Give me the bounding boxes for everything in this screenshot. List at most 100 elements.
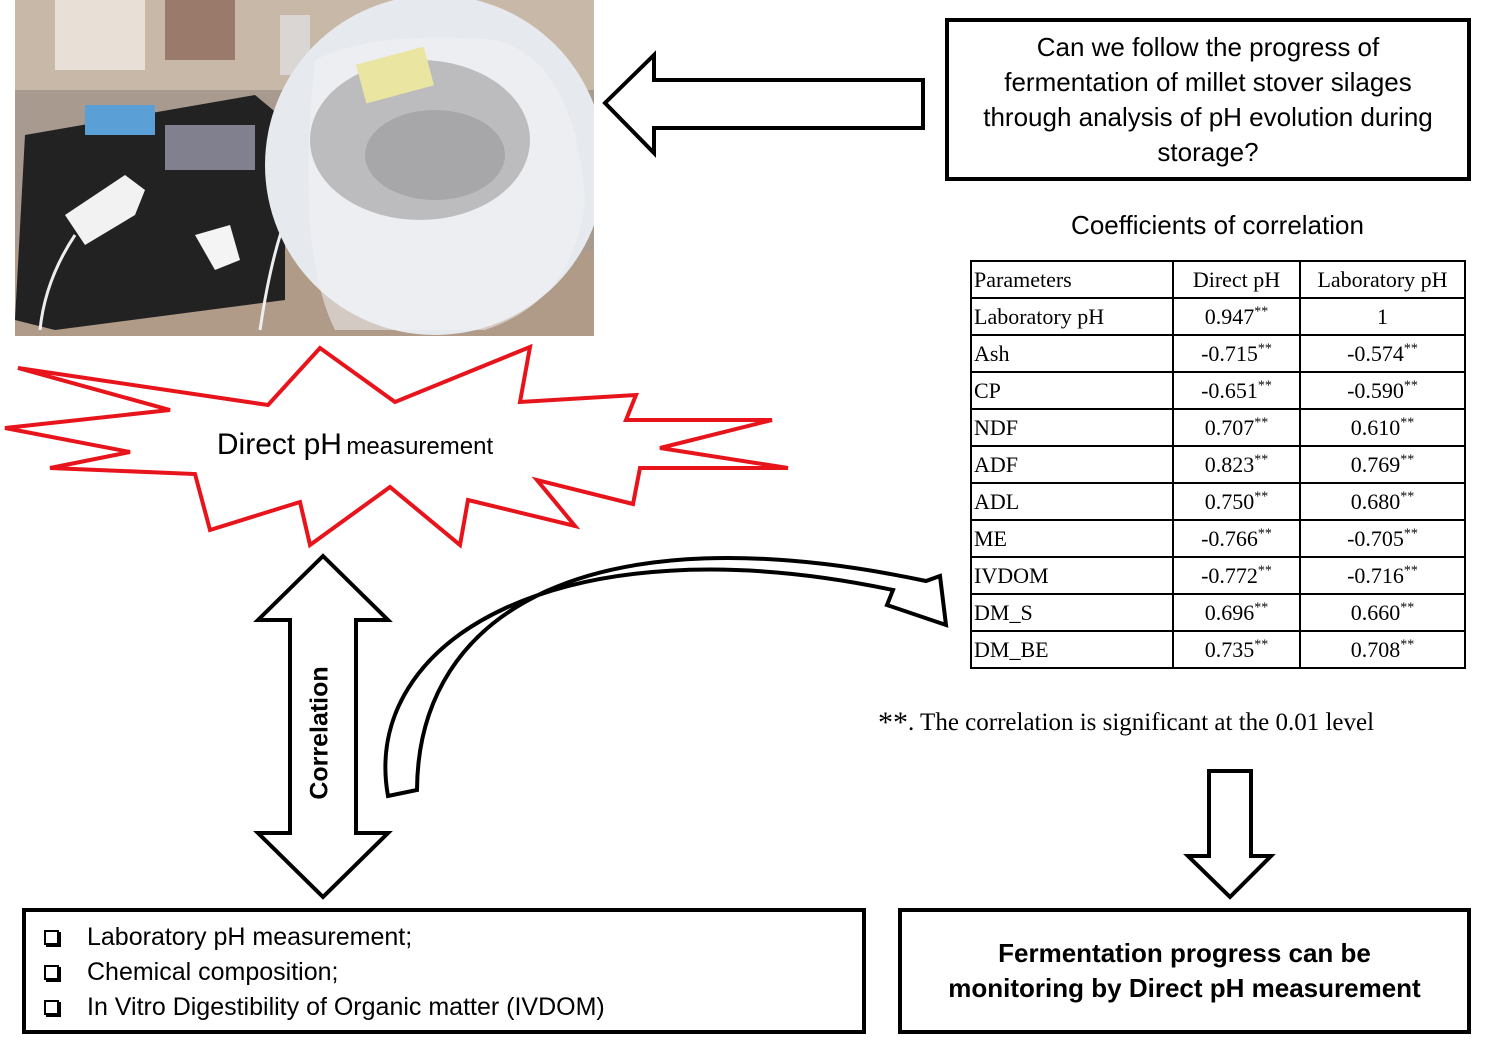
significance-mark: ** [1403,378,1418,394]
question-text: Can we follow the progress of fermentati… [983,31,1433,167]
column-header: Laboratory pH [1299,260,1466,299]
table-row: Ash-0.715**-0.574** [970,334,1466,373]
starburst-label: Direct pH measurement [120,428,590,462]
direct-ph-cell-value: -0.772 [1201,562,1258,588]
parameter-cell-value: Ash [974,340,1010,366]
parameter-cell-value: ADF [974,451,1019,477]
column-header: Parameters [970,260,1174,299]
lab-ph-cell: 0.769** [1299,445,1466,484]
lab-ph-cell: -0.716** [1299,556,1466,595]
parameter-cell-value: DM_S [974,599,1033,625]
significance-mark: ** [1254,637,1269,653]
direct-ph-cell-value: -0.651 [1201,377,1258,403]
parameter-cell: ADF [970,445,1174,484]
parameter-cell-value: IVDOM [974,562,1049,588]
significance-mark: ** [1254,489,1269,505]
conclusion-text: Fermentation progress can be monitoring … [948,938,1421,1003]
curved-arrow [383,556,949,799]
lab-ph-cell-value: 0.769 [1350,451,1401,477]
footnote-text: . The correlation is significant at the … [908,709,1375,736]
list-item: In Vitro Digestibility of Organic matter… [44,990,862,1025]
table-title: Coefficients of correlation [1071,210,1364,240]
lab-ph-cell-value: 1 [1377,303,1388,329]
parameter-cell: CP [970,371,1174,410]
list-item: Chemical composition; [44,955,862,990]
lab-ph-cell: 0.708** [1299,630,1466,669]
parameter-cell: Ash [970,334,1174,373]
parameter-cell-value: Laboratory pH [974,303,1105,329]
direct-ph-cell: -0.651** [1172,371,1301,410]
lab-ph-cell: 1 [1299,297,1466,336]
column-header: Direct pH [1172,260,1301,299]
significance-mark: ** [1400,489,1415,505]
lab-ph-cell-value: -0.590 [1347,377,1404,403]
table-row: Laboratory pH 0.947** 1 [970,297,1466,336]
significance-mark: ** [1254,304,1269,320]
starburst-shape [4,343,789,549]
checkbox-bullet-icon [44,930,59,945]
lab-ph-cell: -0.590** [1299,371,1466,410]
significance-mark: ** [1257,378,1272,394]
parameter-cell: NDF [970,408,1174,447]
lab-ph-cell-value: 0.708 [1350,636,1401,662]
significance-mark: ** [1400,637,1415,653]
direct-ph-cell: 0.947** [1172,297,1301,336]
direct-ph-cell-value: -0.766 [1201,525,1258,551]
direct-ph-cell: -0.715** [1172,334,1301,373]
parameter-cell: DM_S [970,593,1174,632]
checkbox-bullet-icon [44,965,59,980]
parameter-cell-value: ADL [974,488,1020,514]
significance-mark: ** [1403,341,1418,357]
left-arrow [602,50,925,158]
significance-mark: ** [1254,600,1269,616]
lab-ph-cell-value: -0.705 [1347,525,1404,551]
significance-mark: ** [1403,526,1418,542]
lab-ph-cell: 0.680** [1299,482,1466,521]
lab-ph-cell-value: 0.660 [1350,599,1401,625]
lab-ph-cell-value: 0.610 [1350,414,1401,440]
double-arrow [253,553,393,900]
lab-ph-cell: -0.574** [1299,334,1466,373]
list-item-text: Chemical composition; [87,958,339,986]
parameter-cell: ADL [970,482,1174,521]
list-item-text: In Vitro Digestibility of Organic matter… [87,993,605,1021]
direct-ph-cell: 0.823** [1172,445,1301,484]
list-item: Laboratory pH measurement; [44,920,862,955]
direct-ph-cell-value: 0.823 [1204,451,1255,477]
significance-mark: ** [1257,563,1272,579]
significance-mark: ** [1257,341,1272,357]
direct-ph-cell-value: 0.947 [1204,303,1255,329]
down-arrow [1183,769,1276,900]
direct-ph-cell: 0.735** [1172,630,1301,669]
conclusion-box: Fermentation progress can be monitoring … [898,908,1471,1034]
lab-ph-cell: 0.660** [1299,593,1466,632]
direct-ph-cell: -0.766** [1172,519,1301,558]
significance-mark: ** [1400,415,1415,431]
table-row: ME-0.766**-0.705** [970,519,1466,558]
parameter-cell: DM_BE [970,630,1174,669]
table-row: CP-0.651**-0.590** [970,371,1466,410]
parameter-cell: Laboratory pH [970,297,1174,336]
significance-footnote: **. The correlation is significant at th… [878,706,1478,740]
direct-ph-cell: 0.696** [1172,593,1301,632]
direct-ph-cell: 0.707** [1172,408,1301,447]
significance-mark: ** [1400,452,1415,468]
significance-mark: ** [1257,526,1272,542]
direct-ph-cell-value: 0.707 [1204,414,1255,440]
checkbox-bullet-icon [44,1000,59,1015]
lab-ph-cell: -0.705** [1299,519,1466,558]
table-row: ADL 0.750**0.680** [970,482,1466,521]
direct-ph-cell: 0.750** [1172,482,1301,521]
significance-mark: ** [1254,415,1269,431]
direct-ph-cell-value: -0.715 [1201,340,1258,366]
direct-ph-cell-value: 0.735 [1204,636,1255,662]
direct-ph-cell: -0.772** [1172,556,1301,595]
correlation-table: Parameters Direct pH Laboratory pH Labor… [970,260,1466,669]
parameter-cell: ME [970,519,1174,558]
parameter-cell-value: DM_BE [974,636,1049,662]
